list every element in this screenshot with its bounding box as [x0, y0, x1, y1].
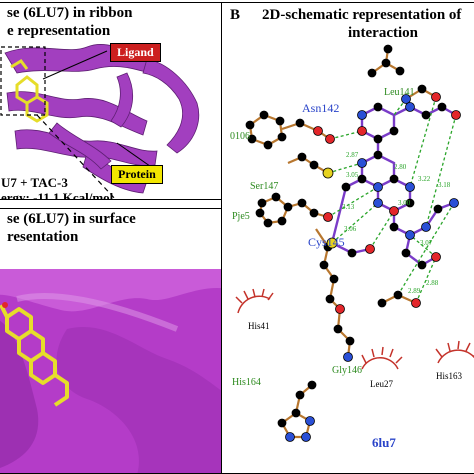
panel-b-title-line1: 2D-schematic representation of	[262, 7, 462, 23]
distance-label: 2.88	[426, 279, 439, 287]
residue-label-gly146: Gly146	[332, 365, 362, 376]
surface-panel: se (6LU7) in surface resentation	[0, 208, 227, 474]
panel-b-letter: B	[230, 7, 241, 23]
binding-energy: ergy: -11.1 Kcal/mol	[1, 190, 114, 200]
residue-label-his163: His163	[436, 371, 463, 381]
hydrogen-bonds	[327, 96, 457, 304]
distance-label: 2.89	[408, 287, 421, 295]
distance-label: 2.87	[346, 151, 359, 159]
residue-label-ser147: Ser147	[250, 181, 279, 192]
ribbon-panel: se (6LU7) in ribbon e representation Lig…	[0, 2, 227, 200]
distance-label: 3.00	[398, 199, 411, 207]
surface-title-line1: se (6LU7) in surface	[7, 211, 136, 227]
residue-label-0106: 0106	[230, 131, 250, 142]
protein-label: Protein	[111, 165, 163, 184]
distance-label: 3.18	[438, 181, 451, 189]
hydrophobic-contacts	[235, 288, 474, 370]
residue-label-cys145: Cys145	[308, 235, 345, 249]
residue-label-leu141: Leu141	[384, 87, 415, 98]
residue-label-asn142: Asn142	[302, 101, 340, 115]
ligplot-diagram	[235, 44, 474, 442]
residue-label-pje5: Pje5	[232, 211, 250, 222]
residue-label-his41: His41	[248, 321, 270, 331]
distance-label: 3.22	[418, 175, 431, 183]
residue-label-leu27: Leu27	[370, 379, 393, 389]
ribbon-title-line2: e representation	[7, 23, 111, 39]
distance-label: 3.05	[346, 171, 359, 179]
ligand-label: Ligand	[110, 43, 161, 62]
surface-title-line2: resentation	[7, 229, 79, 245]
distance-label: 3.07	[420, 239, 433, 247]
surface-structure-image	[0, 269, 226, 473]
panel-b-title-line2: interaction	[348, 25, 418, 41]
pdb-id-label: 6lu7	[372, 435, 396, 450]
distance-label: 3.06	[344, 225, 357, 233]
distance-label: 3.13	[342, 203, 355, 211]
complex-label: U7 + TAC-3	[1, 175, 68, 190]
distance-label: 2.80	[394, 163, 407, 171]
interaction-2d-panel: B 2D-schematic representation of interac…	[221, 2, 474, 474]
ribbon-title-line1: se (6LU7) in ribbon	[7, 5, 133, 21]
residue-label-his164: His164	[232, 377, 261, 388]
